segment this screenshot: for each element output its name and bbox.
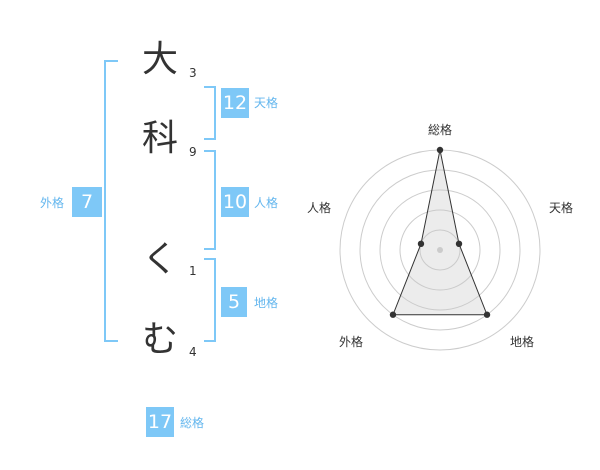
name-char-2: 科 xyxy=(141,118,178,159)
radar-grid-ring xyxy=(399,209,481,291)
radar-grid-ring xyxy=(359,169,521,331)
tenkaku-label: 天格 xyxy=(254,96,279,110)
gaikaku-label: 外格 xyxy=(40,196,65,210)
chikaku-value: 5 xyxy=(221,287,247,317)
gaikaku-value: 7 xyxy=(72,187,102,217)
stroke-count-3: 1 xyxy=(189,264,197,278)
name-char-3: く xyxy=(141,239,178,280)
chikaku-label: 地格 xyxy=(254,296,279,310)
radar-data-point xyxy=(455,240,463,248)
tenkaku-bracket xyxy=(204,86,216,140)
gaikaku-bracket xyxy=(104,60,118,342)
soukaku-value: 17 xyxy=(146,407,174,437)
name-char-1: 大 xyxy=(141,39,178,80)
radar-data-point xyxy=(436,146,444,154)
chikaku-bracket xyxy=(204,258,216,342)
radar-series-area xyxy=(392,149,488,316)
radar-center-dot xyxy=(437,247,443,253)
radar-label-chikaku: 地格 xyxy=(510,335,535,349)
stroke-count-2: 9 xyxy=(189,145,197,159)
stroke-count-1: 3 xyxy=(189,66,197,80)
radar-grid-ring xyxy=(379,189,501,311)
jinkaku-label: 人格 xyxy=(254,196,279,210)
radar-grid-ring xyxy=(419,229,461,271)
soukaku-label: 総格 xyxy=(180,416,205,430)
name-char-4: む xyxy=(141,319,178,360)
radar-label-gaikaku: 外格 xyxy=(339,335,364,349)
radar-data-point xyxy=(417,240,425,248)
radar-data-point xyxy=(483,311,491,318)
radar-label-soukaku: 総格 xyxy=(428,123,453,137)
jinkaku-value: 10 xyxy=(221,187,249,217)
jinkaku-bracket xyxy=(204,150,216,250)
tenkaku-value: 12 xyxy=(221,88,249,118)
radar-label-jinkaku: 人格 xyxy=(307,201,332,215)
radar-label-tenkaku: 天格 xyxy=(549,201,574,215)
radar-data-point xyxy=(389,311,397,318)
stroke-count-4: 4 xyxy=(189,345,197,359)
